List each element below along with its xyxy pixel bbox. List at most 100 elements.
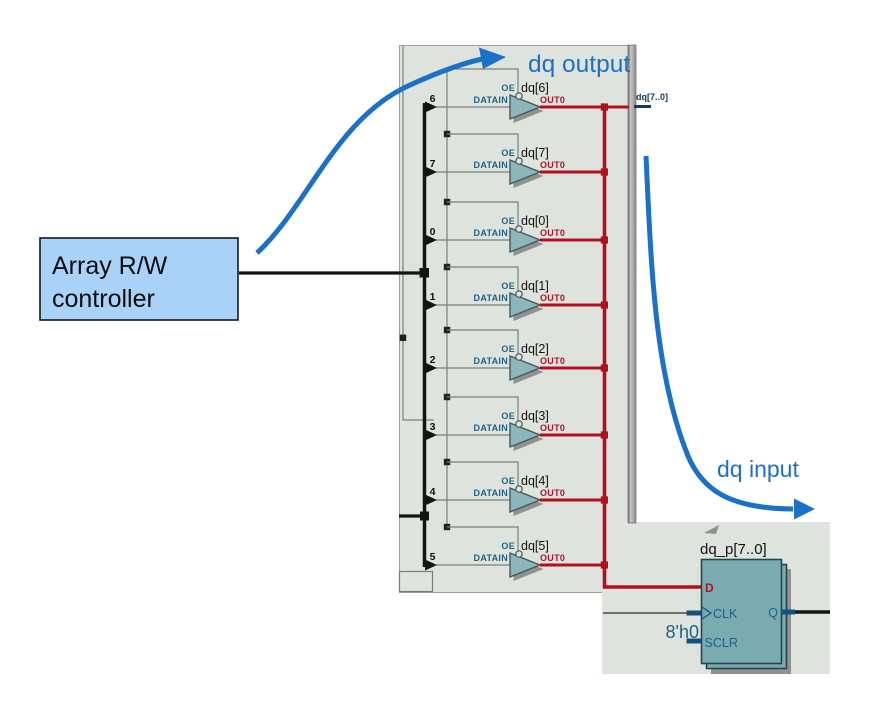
- dq-input-arrowhead: [794, 498, 815, 520]
- buffer-name-label: dq[6]: [521, 81, 549, 95]
- oe-bubble: [515, 157, 523, 165]
- controller-label-line2: controller: [52, 285, 155, 313]
- oe-pin-label: OE: [501, 476, 515, 486]
- dq-output-bus: [602, 104, 702, 589]
- clock-edge-symbol: [701, 606, 713, 620]
- bit-index-label: 4: [430, 486, 436, 498]
- tristate-buffer-symbol[interactable]: [509, 158, 542, 186]
- clk-pin-label: CLK: [713, 607, 738, 621]
- oe-bubble: [515, 353, 523, 361]
- controller-wire-junction-dot: [419, 268, 429, 278]
- dq-output-arrowhead: [479, 47, 506, 69]
- tristate-buffer-symbol[interactable]: [509, 354, 542, 382]
- oe-feedback-wire: [447, 266, 519, 291]
- buffer-dq5[interactable]: 5 OE dq[5] DATAIN OUT0: [425, 523, 608, 581]
- buffer-name-label: dq[1]: [521, 279, 549, 293]
- tristate-buffer-symbol[interactable]: [509, 486, 542, 514]
- buffer-name-label: dq[0]: [521, 214, 549, 228]
- bus-junction-dot: [600, 301, 608, 309]
- datain-pin-label: DATAIN: [474, 293, 508, 303]
- oe-feedback-wire: [447, 461, 519, 486]
- buffer-dq2[interactable]: 2 OE dq[2] DATAIN OUT0: [425, 326, 608, 384]
- tristate-buffer-symbol[interactable]: [509, 551, 542, 579]
- bit-index-label: 3: [430, 421, 436, 433]
- sclr-constant-value: 8'h0: [666, 622, 699, 642]
- out0-pin-label: OUT0: [540, 423, 565, 433]
- oe-pin-label: OE: [501, 411, 515, 421]
- gray-wedge: [704, 525, 719, 534]
- bit-index-label: 0: [430, 226, 436, 238]
- buffer-name-label: dq[2]: [521, 342, 549, 356]
- out0-pin-label: OUT0: [540, 356, 565, 366]
- oe-pin-label: OE: [501, 83, 515, 93]
- datain-pin-label: DATAIN: [474, 228, 508, 238]
- oe-feedback-wire: [447, 201, 519, 226]
- lower-wire-junction-dot: [420, 511, 429, 521]
- fanout-arrowhead: [425, 299, 437, 311]
- datain-pin-label: DATAIN: [474, 160, 508, 170]
- oe-feedback-wire: [447, 329, 519, 354]
- out0-pin-label: OUT0: [540, 160, 565, 170]
- datain-pin-label: DATAIN: [474, 488, 508, 498]
- buffer-dq0[interactable]: 0 OE dq[0] DATAIN OUT0: [425, 198, 608, 256]
- array-rw-controller[interactable]: Array R/W controller: [39, 237, 239, 321]
- bit-index-label: 7: [430, 158, 436, 170]
- out0-pin-label: OUT0: [540, 228, 565, 238]
- bus-junction-dot: [600, 168, 608, 176]
- oe-pin-label: OE: [501, 344, 515, 354]
- bit-index-label: 6: [430, 93, 436, 105]
- bus-junction-dot: [600, 496, 608, 504]
- fanout-arrowhead: [425, 166, 437, 178]
- dq-input-arrow: [643, 155, 794, 512]
- tristate-buffer-symbol[interactable]: [509, 226, 542, 254]
- register-body[interactable]: [700, 558, 783, 665]
- d-pin-label: D: [705, 581, 714, 595]
- bit-index-label: 1: [430, 291, 436, 303]
- buffer-dq3[interactable]: 3 OE dq[3] DATAIN OUT0: [425, 393, 608, 451]
- dq-input-label: dq input: [717, 456, 799, 482]
- q-pin-label: Q: [768, 606, 778, 620]
- bit-index-label: 2: [430, 354, 436, 366]
- datain-pin-label: DATAIN: [474, 423, 508, 433]
- fanout-arrowhead: [425, 362, 437, 374]
- buffer-dq1[interactable]: 1 OE dq[1] DATAIN OUT0: [425, 263, 608, 321]
- buffer-name-label: dq[3]: [521, 409, 549, 423]
- buffer-dq7[interactable]: 7 OE dq[7] DATAIN OUT0: [425, 130, 608, 188]
- fanout-arrowhead: [425, 101, 437, 113]
- tristate-buffer-symbol[interactable]: [509, 93, 542, 121]
- bus-junction-dot: [600, 561, 608, 569]
- bus-junction-dot: [600, 103, 608, 111]
- oe-bubble: [515, 550, 523, 558]
- bus-junction-dot: [600, 431, 608, 439]
- tristate-buffer-symbol[interactable]: [509, 421, 542, 449]
- dq-output-arrow: [255, 55, 488, 255]
- sclr-pin-label: SCLR: [705, 636, 738, 650]
- fanout-arrowhead: [425, 429, 437, 441]
- register-title: dq_p[7..0]: [700, 541, 767, 558]
- oe-pin-label: OE: [501, 216, 515, 226]
- buffer-name-label: dq[5]: [521, 539, 549, 553]
- oe-feedback-wire: [447, 133, 519, 158]
- dq-output-annotation: dq output: [255, 47, 630, 255]
- buffer-name-label: dq[4]: [521, 474, 549, 488]
- dq-output-label: dq output: [528, 51, 630, 78]
- buffer-dq6[interactable]: 6 OE dq[6] DATAIN OUT0: [425, 68, 629, 123]
- oe-pin-label: OE: [501, 281, 515, 291]
- fanout-arrowhead: [425, 234, 437, 246]
- buffer-dq4[interactable]: 4 OE dq[4] DATAIN OUT0: [425, 458, 608, 516]
- bus-range-label: dq[7..0]: [636, 92, 668, 102]
- register-dq_p[interactable]: dq_p[7..0] D CLK Q SCLR 8'h0: [603, 541, 830, 674]
- out0-pin-label: OUT0: [540, 488, 565, 498]
- oe-bubble: [515, 420, 523, 428]
- oe-bubble: [515, 92, 523, 100]
- fanout-arrowhead: [425, 494, 437, 506]
- panel-splitter-bar[interactable]: [627, 44, 637, 524]
- oe-bubble: [515, 225, 523, 233]
- tristate-buffer-symbol[interactable]: [509, 291, 542, 319]
- controller-box[interactable]: [39, 237, 239, 321]
- out0-pin-label: OUT0: [540, 293, 565, 303]
- oe-feedback-wire: [447, 396, 519, 421]
- bus-junction-dot: [600, 364, 608, 372]
- oe-feedback-wire: [447, 526, 519, 551]
